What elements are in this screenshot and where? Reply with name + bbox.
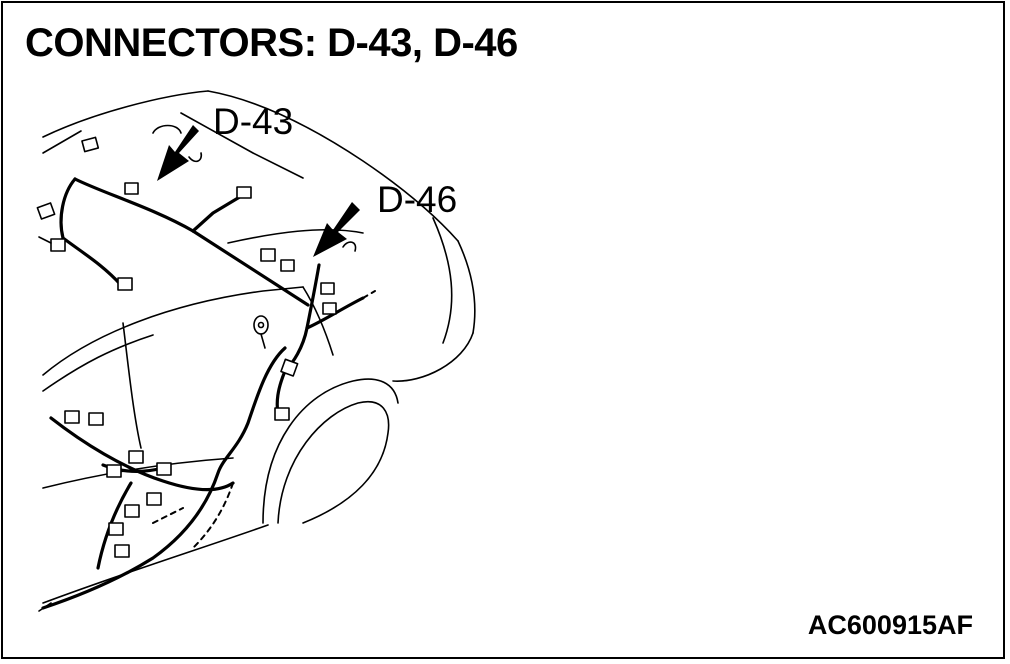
connector-blocks [36, 136, 337, 558]
connector-label-d46: D-46 [377, 179, 458, 220]
harness-clips [38, 124, 357, 612]
vehicle-harness-illustration [36, 90, 476, 612]
arrow-d46 [313, 202, 360, 257]
hidden-harness [152, 290, 376, 549]
connector-label-d43: D-43 [213, 101, 294, 142]
car-body-outline [42, 90, 476, 604]
arrow-d43 [157, 125, 199, 181]
wiring-harness [41, 177, 365, 610]
figure-code: AC600915AF [807, 610, 973, 640]
diagram-title: CONNECTORS: D-43, D-46 [25, 21, 518, 65]
ground-terminal [253, 315, 269, 349]
